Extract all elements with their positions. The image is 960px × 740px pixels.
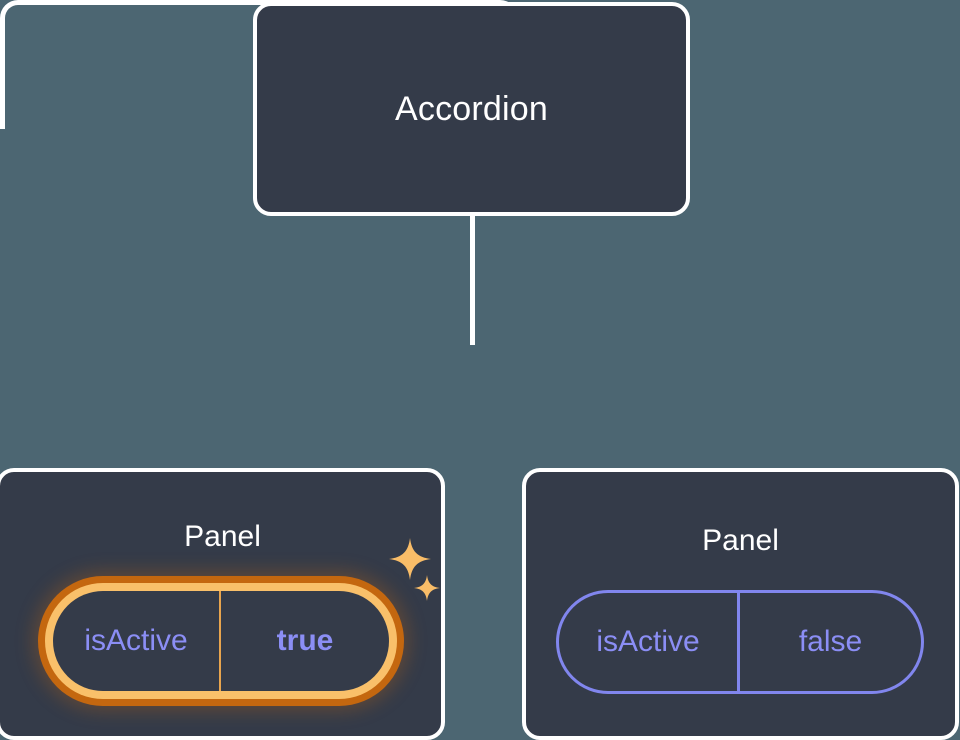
prop-pill-core: isActive true (53, 591, 389, 691)
node-accordion-label: Accordion (395, 90, 548, 128)
prop-pill-isactive-true[interactable]: isActive true (38, 576, 404, 706)
prop-pill-right-wrapper: isActive false (556, 590, 924, 694)
prop-value-label: false (798, 625, 863, 658)
prop-pill-isactive-false[interactable]: isActive false (556, 590, 924, 694)
prop-value-label: true (276, 624, 334, 657)
prop-key-label: isActive (559, 593, 740, 691)
node-panel-right-label: Panel (702, 524, 779, 557)
sparkle-icon (389, 538, 431, 580)
node-accordion[interactable]: Accordion (253, 2, 690, 216)
prop-pill-left-wrapper: isActive true (38, 576, 404, 706)
node-panel-left-label: Panel (184, 520, 261, 553)
prop-pill-inner-ring: isActive true (45, 583, 397, 699)
edge-root-to-branch (470, 212, 475, 345)
sparkle-icon (414, 575, 440, 601)
prop-key-label: isActive (53, 591, 221, 691)
